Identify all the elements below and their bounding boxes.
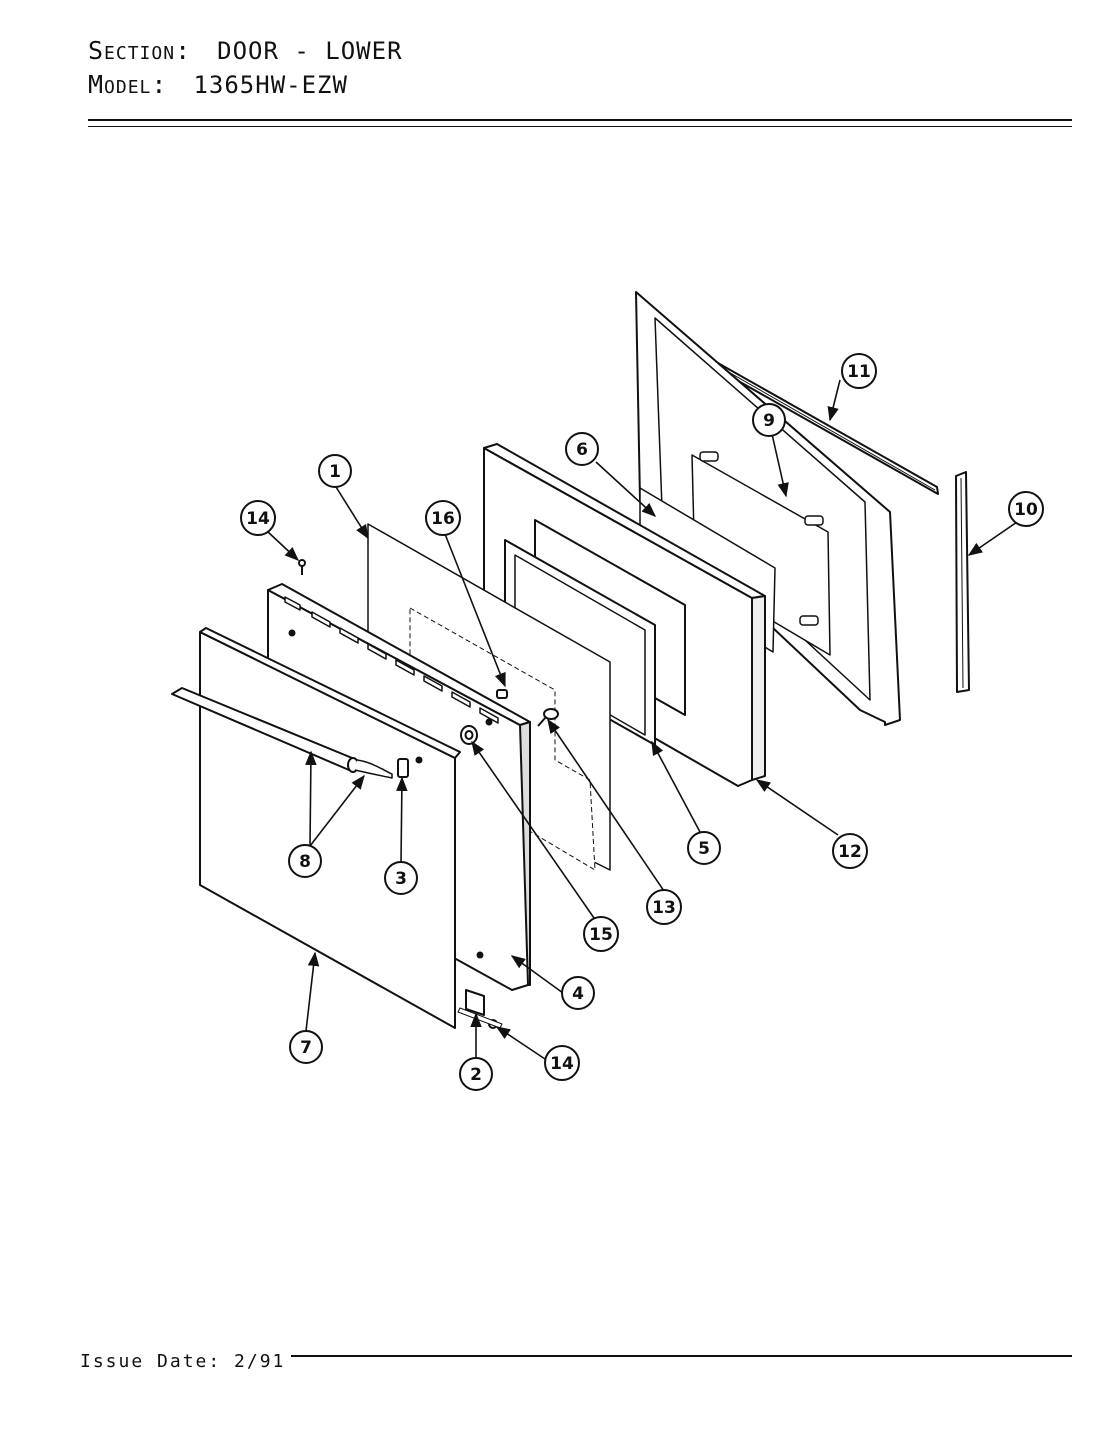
callout-14-top: 14: [240, 500, 276, 536]
svg-text:11: 11: [847, 362, 871, 382]
header-rule-bottom: [88, 126, 1072, 127]
svg-text:9: 9: [763, 411, 775, 431]
callout-bubbles: 1 2 3 4 5 6 7 8 9 10 11 12 13 14 14 15 1…: [240, 353, 1044, 1091]
callout-9: 9: [752, 403, 786, 437]
callout-13: 13: [646, 889, 682, 925]
svg-text:3: 3: [395, 869, 407, 889]
grommet: [460, 725, 478, 745]
svg-text:14: 14: [246, 509, 270, 529]
handle-mount-bracket: [397, 756, 423, 778]
svg-text:7: 7: [300, 1038, 312, 1058]
callout-10: 10: [1008, 491, 1044, 527]
callout-3: 3: [384, 861, 418, 895]
svg-text:5: 5: [698, 839, 710, 859]
footer-rule: [88, 1355, 1072, 1357]
header-rule-top: [88, 119, 1072, 121]
side-trim-strip: [955, 471, 970, 693]
callout-16: 16: [425, 500, 461, 536]
section-heading: Section: DOOR - LOWER: [88, 36, 403, 65]
model-label: Model:: [88, 70, 168, 99]
callout-1: 1: [318, 454, 352, 488]
svg-text:15: 15: [589, 925, 613, 945]
model-heading: Model: 1365HW-EZW: [88, 70, 348, 99]
svg-text:16: 16: [431, 509, 455, 529]
svg-text:6: 6: [576, 440, 588, 460]
section-label: Section:: [88, 36, 192, 65]
callout-4: 4: [561, 976, 595, 1010]
svg-text:13: 13: [652, 898, 676, 918]
door-bumper: [496, 689, 508, 699]
issue-date: Issue Date: 2/91: [80, 1351, 292, 1372]
callout-6: 6: [565, 432, 599, 466]
svg-text:12: 12: [838, 842, 862, 862]
callout-8: 8: [288, 844, 322, 878]
svg-text:4: 4: [572, 984, 584, 1004]
door-handle: [171, 687, 393, 779]
hinge-bracket: [457, 989, 503, 1029]
callout-11: 11: [841, 353, 877, 389]
callout-7: 7: [289, 1030, 323, 1064]
mounting-screw-top: [298, 559, 306, 575]
svg-text:1: 1: [329, 462, 341, 482]
callout-5: 5: [687, 831, 721, 865]
model-value: 1365HW-EZW: [193, 71, 348, 99]
callout-12: 12: [832, 833, 868, 869]
svg-text:14: 14: [550, 1054, 574, 1074]
callout-15: 15: [583, 916, 619, 952]
callout-14-bottom: 14: [544, 1045, 580, 1081]
inner-door-liner: [635, 291, 901, 726]
callout-leaders: [267, 379, 1018, 1060]
svg-text:8: 8: [299, 852, 311, 872]
callout-2: 2: [459, 1057, 493, 1091]
svg-text:2: 2: [470, 1065, 482, 1085]
section-value: DOOR - LOWER: [217, 37, 403, 65]
svg-text:10: 10: [1014, 500, 1038, 520]
